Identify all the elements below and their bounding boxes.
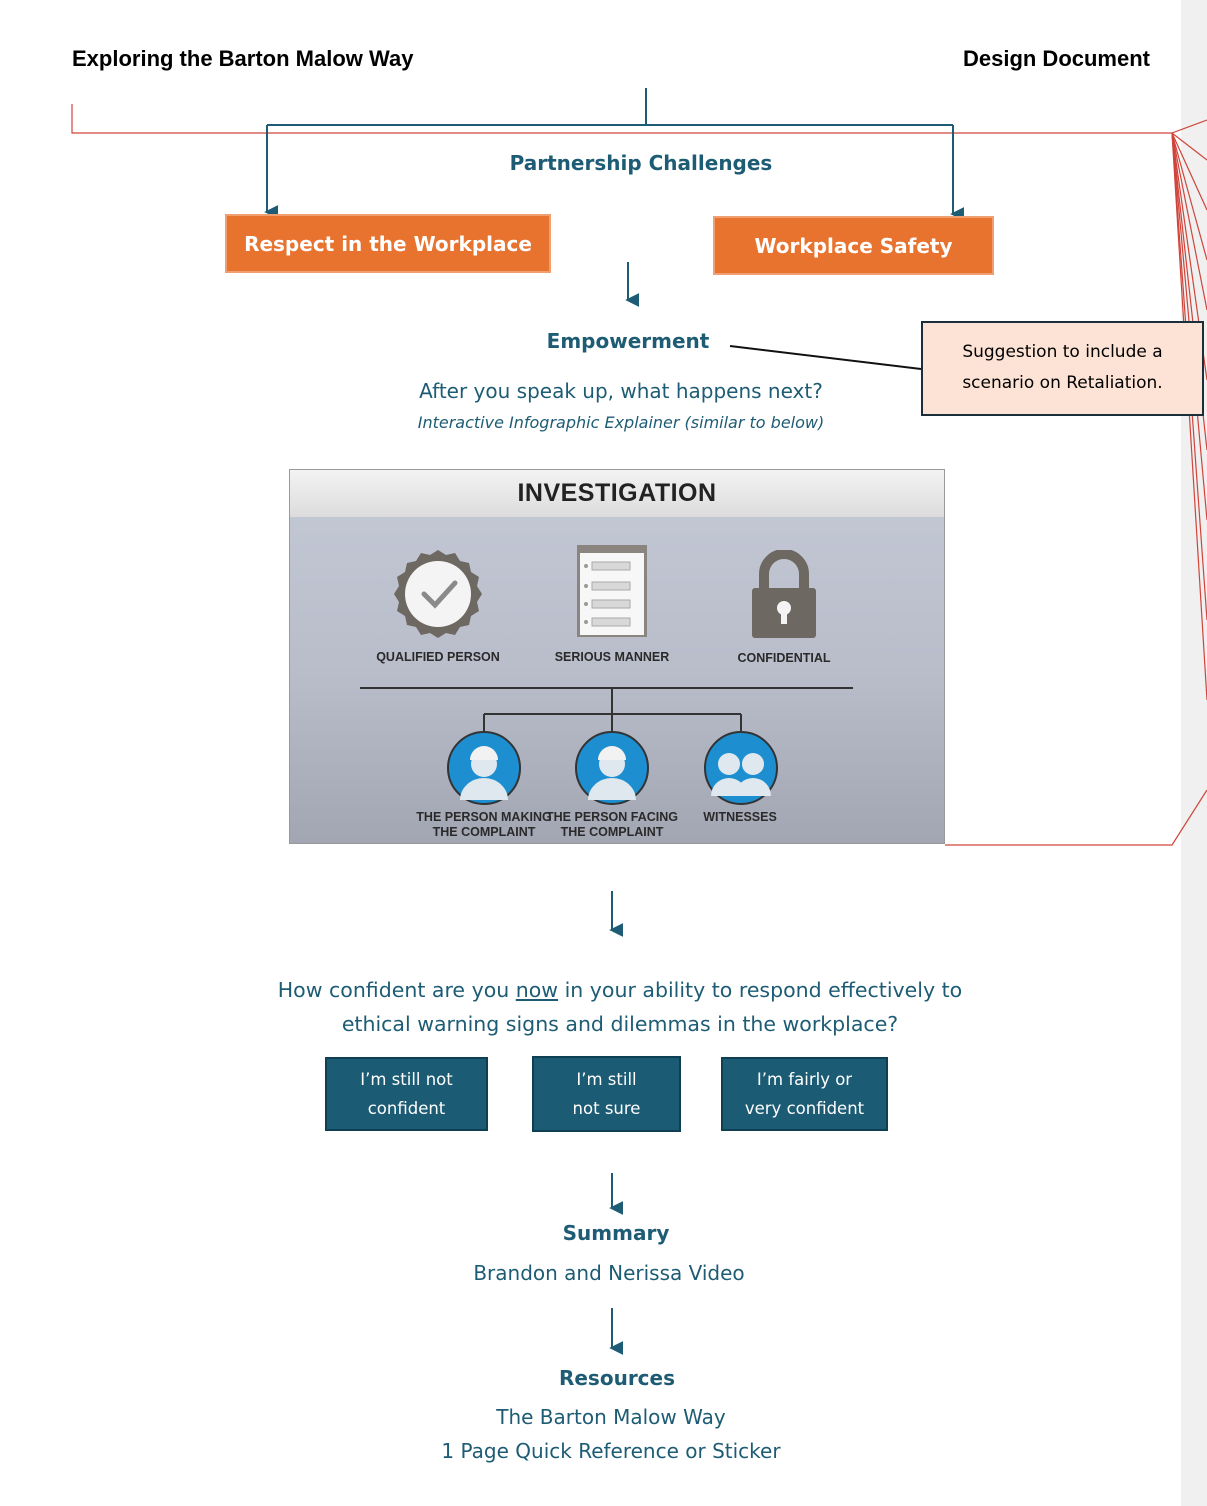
empowerment-heading: Empowerment — [546, 329, 710, 353]
confidential-label: CONFIDENTIAL — [737, 651, 831, 665]
document-type-label: Design Document — [962, 46, 1150, 71]
respect-in-workplace-box[interactable]: Respect in the Workplace — [225, 214, 551, 273]
resource-quick-reference[interactable]: 1 Page Quick Reference or Sticker — [441, 1439, 781, 1463]
badge-check-icon — [394, 550, 482, 638]
witnesses-label: WITNESSES — [703, 810, 777, 824]
investigation-infographic: INVESTIGATION QUALIFIED PERSON SERIOUS M… — [289, 469, 945, 844]
serious-manner-label: SERIOUS MANNER — [554, 650, 670, 664]
infographic-title: INVESTIGATION — [290, 470, 944, 517]
workplace-safety-box[interactable]: Workplace Safety — [713, 216, 994, 275]
resource-barton-malow-way[interactable]: The Barton Malow Way — [496, 1405, 726, 1429]
empowerment-question: After you speak up, what happens next? — [419, 379, 823, 403]
qualified-person-label: QUALIFIED PERSON — [376, 650, 500, 664]
person-making-label: THE PERSON MAKING THE COMPLAINT — [416, 810, 552, 839]
comment-leader-line — [729, 345, 922, 370]
empowerment-note: Interactive Infographic Explainer (simil… — [417, 413, 825, 432]
summary-video-link[interactable]: Brandon and Nerissa Video — [473, 1261, 745, 1285]
comment-line-2: scenario on Retaliation. — [962, 373, 1163, 393]
worker-avatar-icon — [575, 731, 649, 805]
partnership-challenges-heading: Partnership Challenges — [509, 151, 773, 175]
comment-line-1: Suggestion to include a — [962, 342, 1163, 362]
summary-heading: Summary — [562, 1221, 670, 1245]
confidence-question: How confident are you now in your abilit… — [277, 978, 963, 1036]
person-facing-label: THE PERSON FACING THE COMPLAINT — [546, 810, 678, 839]
padlock-icon — [752, 550, 816, 638]
resources-heading: Resources — [558, 1366, 676, 1390]
tree-lines — [360, 687, 853, 732]
group-avatar-icon — [704, 731, 778, 805]
comment-anchor-lines — [71, 104, 1207, 846]
review-comment[interactable]: Suggestion to include a scenario on Reta… — [921, 321, 1204, 416]
document-flow-icon — [577, 545, 647, 637]
worker-avatar-icon — [447, 731, 521, 805]
document-title: Exploring the Barton Malow Way — [72, 46, 414, 71]
